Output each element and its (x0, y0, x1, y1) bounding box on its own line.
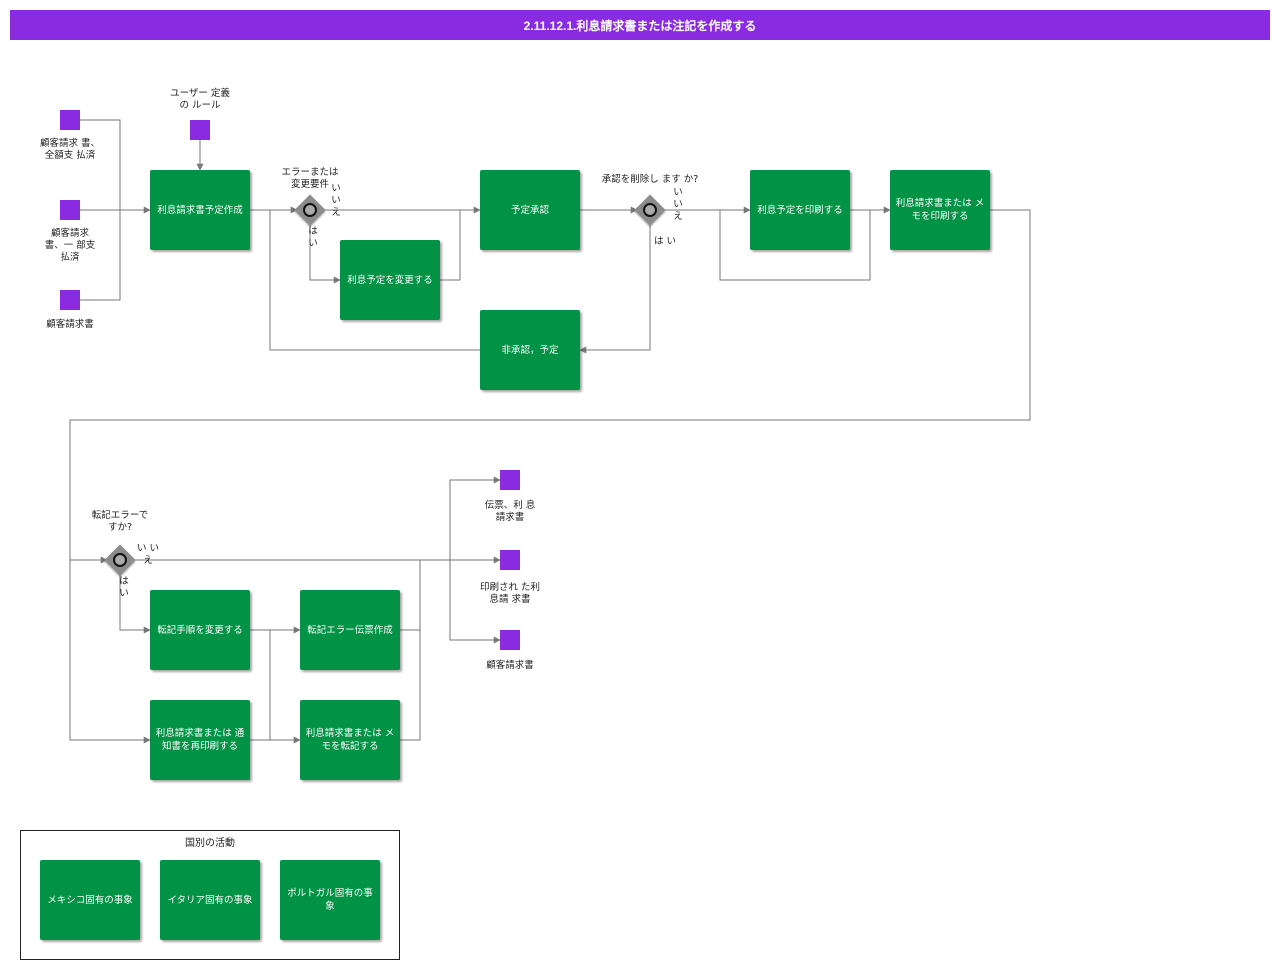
gateway-label: 転記エラーで すか? (91, 510, 149, 533)
diagram-title: 2.11.12.1.利息請求書または注記を作成する (10, 10, 1270, 40)
edge-label-no: い い え (331, 183, 341, 218)
connector (400, 560, 421, 741)
data-object-label: 顧客請求 書、 全額支 払済 (39, 138, 101, 161)
connector (269, 210, 480, 351)
task-post-invoice-memo[interactable]: 利息請求書または メモを転記する (300, 700, 400, 780)
data-object-label: 顧客請求書 (46, 319, 94, 330)
task-mexico-specific[interactable]: メキシコ固有の事象 (40, 860, 140, 940)
data-object-paid-full (60, 110, 80, 130)
data-object-label: 伝票、利 息 請求書 (484, 500, 536, 523)
task-print-schedule[interactable]: 利息予定を印刷する (750, 170, 850, 250)
connector (449, 476, 501, 560)
connector (400, 560, 421, 631)
data-object-printed-invoice (500, 550, 520, 570)
region-title: 国別の活動 (185, 838, 235, 849)
task-posting-error-voucher[interactable]: 転記エラー伝票作成 (300, 590, 400, 670)
gateway-label: 承認を削除し ます か? (601, 174, 699, 185)
data-object-paid-partial (60, 200, 80, 220)
task-portugal-specific[interactable]: ポルトガル固有の事象 (280, 860, 380, 940)
task-change-posting[interactable]: 転記手順を変更する (150, 590, 250, 670)
data-object-label: 顧客請求 書、一 部支 払済 (44, 228, 96, 263)
connector (119, 573, 151, 634)
gateway-label: エラーまたは 変更要件 (281, 167, 339, 190)
data-object-voucher (500, 470, 520, 490)
gateway-icon (113, 553, 127, 567)
data-object-label: 顧客請求書 (486, 660, 534, 671)
task-italy-specific[interactable]: イタリア固有の事象 (160, 860, 260, 940)
edge-label-yes: は い (119, 576, 129, 599)
task-schedule-approval[interactable]: 予定承認 (480, 170, 580, 250)
region-country-activities (20, 830, 400, 960)
connector (719, 210, 871, 281)
data-object-customer-invoice-in (60, 290, 80, 310)
connector (69, 209, 1031, 564)
data-object-customer-invoice-out (500, 630, 520, 650)
edge-label-no: い い え (673, 187, 683, 222)
gateway-icon (303, 203, 317, 217)
edge-label-yes: は い (653, 236, 677, 247)
connector (69, 560, 151, 744)
task-change-schedule[interactable]: 利息予定を変更する (340, 240, 440, 320)
task-reprint-notice[interactable]: 利息請求書または 通知書を再印刷する (150, 700, 250, 780)
connector (80, 119, 151, 214)
connector (449, 560, 501, 644)
data-object-label: ユーザー 定義 の ルール (170, 88, 230, 111)
edge-label-no: い い え (136, 543, 160, 566)
gateway-icon (643, 203, 657, 217)
connector (309, 223, 341, 284)
task-create-schedule[interactable]: 利息請求書予定作成 (150, 170, 250, 250)
connector (80, 210, 121, 301)
edge-label-yes: は い (308, 226, 318, 249)
connector (579, 223, 651, 354)
data-object-label: 印刷され た利 息請 求書 (479, 582, 541, 605)
task-print-invoice-memo[interactable]: 利息請求書または メモを印刷する (890, 170, 990, 250)
connector (440, 210, 461, 281)
task-reject-schedule[interactable]: 非承認，予定 (480, 310, 580, 390)
data-object-user-rules (190, 120, 210, 140)
